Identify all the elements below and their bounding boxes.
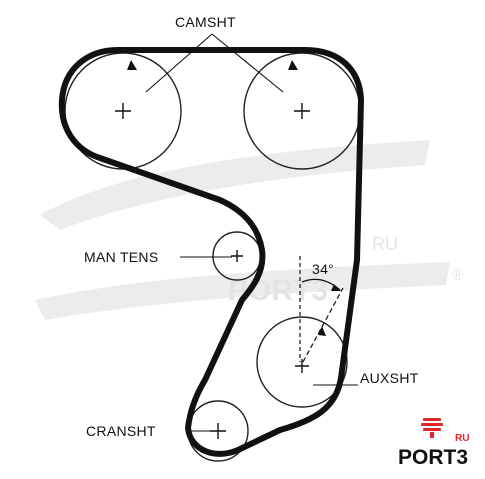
camshaft-leader-line: [145, 33, 284, 93]
watermark-registered: ®: [452, 267, 464, 284]
angle-label: 34°: [312, 261, 334, 277]
timing-mark-left-icon: [127, 60, 137, 70]
brand-icon: [421, 418, 443, 438]
camshaft-left-center-icon: [115, 103, 131, 119]
watermark-swoosh: [40, 140, 430, 230]
watermark-ru: RU: [372, 234, 398, 254]
timing-belt: [58, 47, 364, 457]
tensioner-center-icon: [231, 250, 243, 262]
brand-name: PORT3: [398, 446, 468, 469]
camshaft-label: CAMSHT: [175, 14, 236, 30]
angle-reference-line: [302, 287, 344, 363]
watermark-swoosh-lower: [35, 262, 450, 320]
auxiliary-shaft-pulley: [256, 316, 348, 408]
timing-mark-right-icon: [288, 60, 298, 70]
auxshaft-center-icon: [295, 359, 309, 373]
pulley-centers: [115, 103, 310, 439]
angle-arrowhead-icon: [331, 284, 341, 291]
camshaft-right-center-icon: [294, 103, 310, 119]
crankshaft-label: CRANSHT: [86, 423, 156, 439]
auxiliary-shaft-label: AUXSHT: [360, 370, 419, 386]
angle-indicator: [299, 256, 344, 363]
brand-logo: RU PORT3: [398, 418, 469, 469]
manual-tensioner-label: MAN TENS: [84, 249, 159, 265]
aux-arrowhead-icon: [318, 326, 326, 336]
crankshaft-center-icon: [210, 423, 226, 439]
leader-lines: [145, 33, 358, 432]
brand-suffix: RU: [455, 433, 469, 444]
timing-marks: [127, 60, 298, 70]
